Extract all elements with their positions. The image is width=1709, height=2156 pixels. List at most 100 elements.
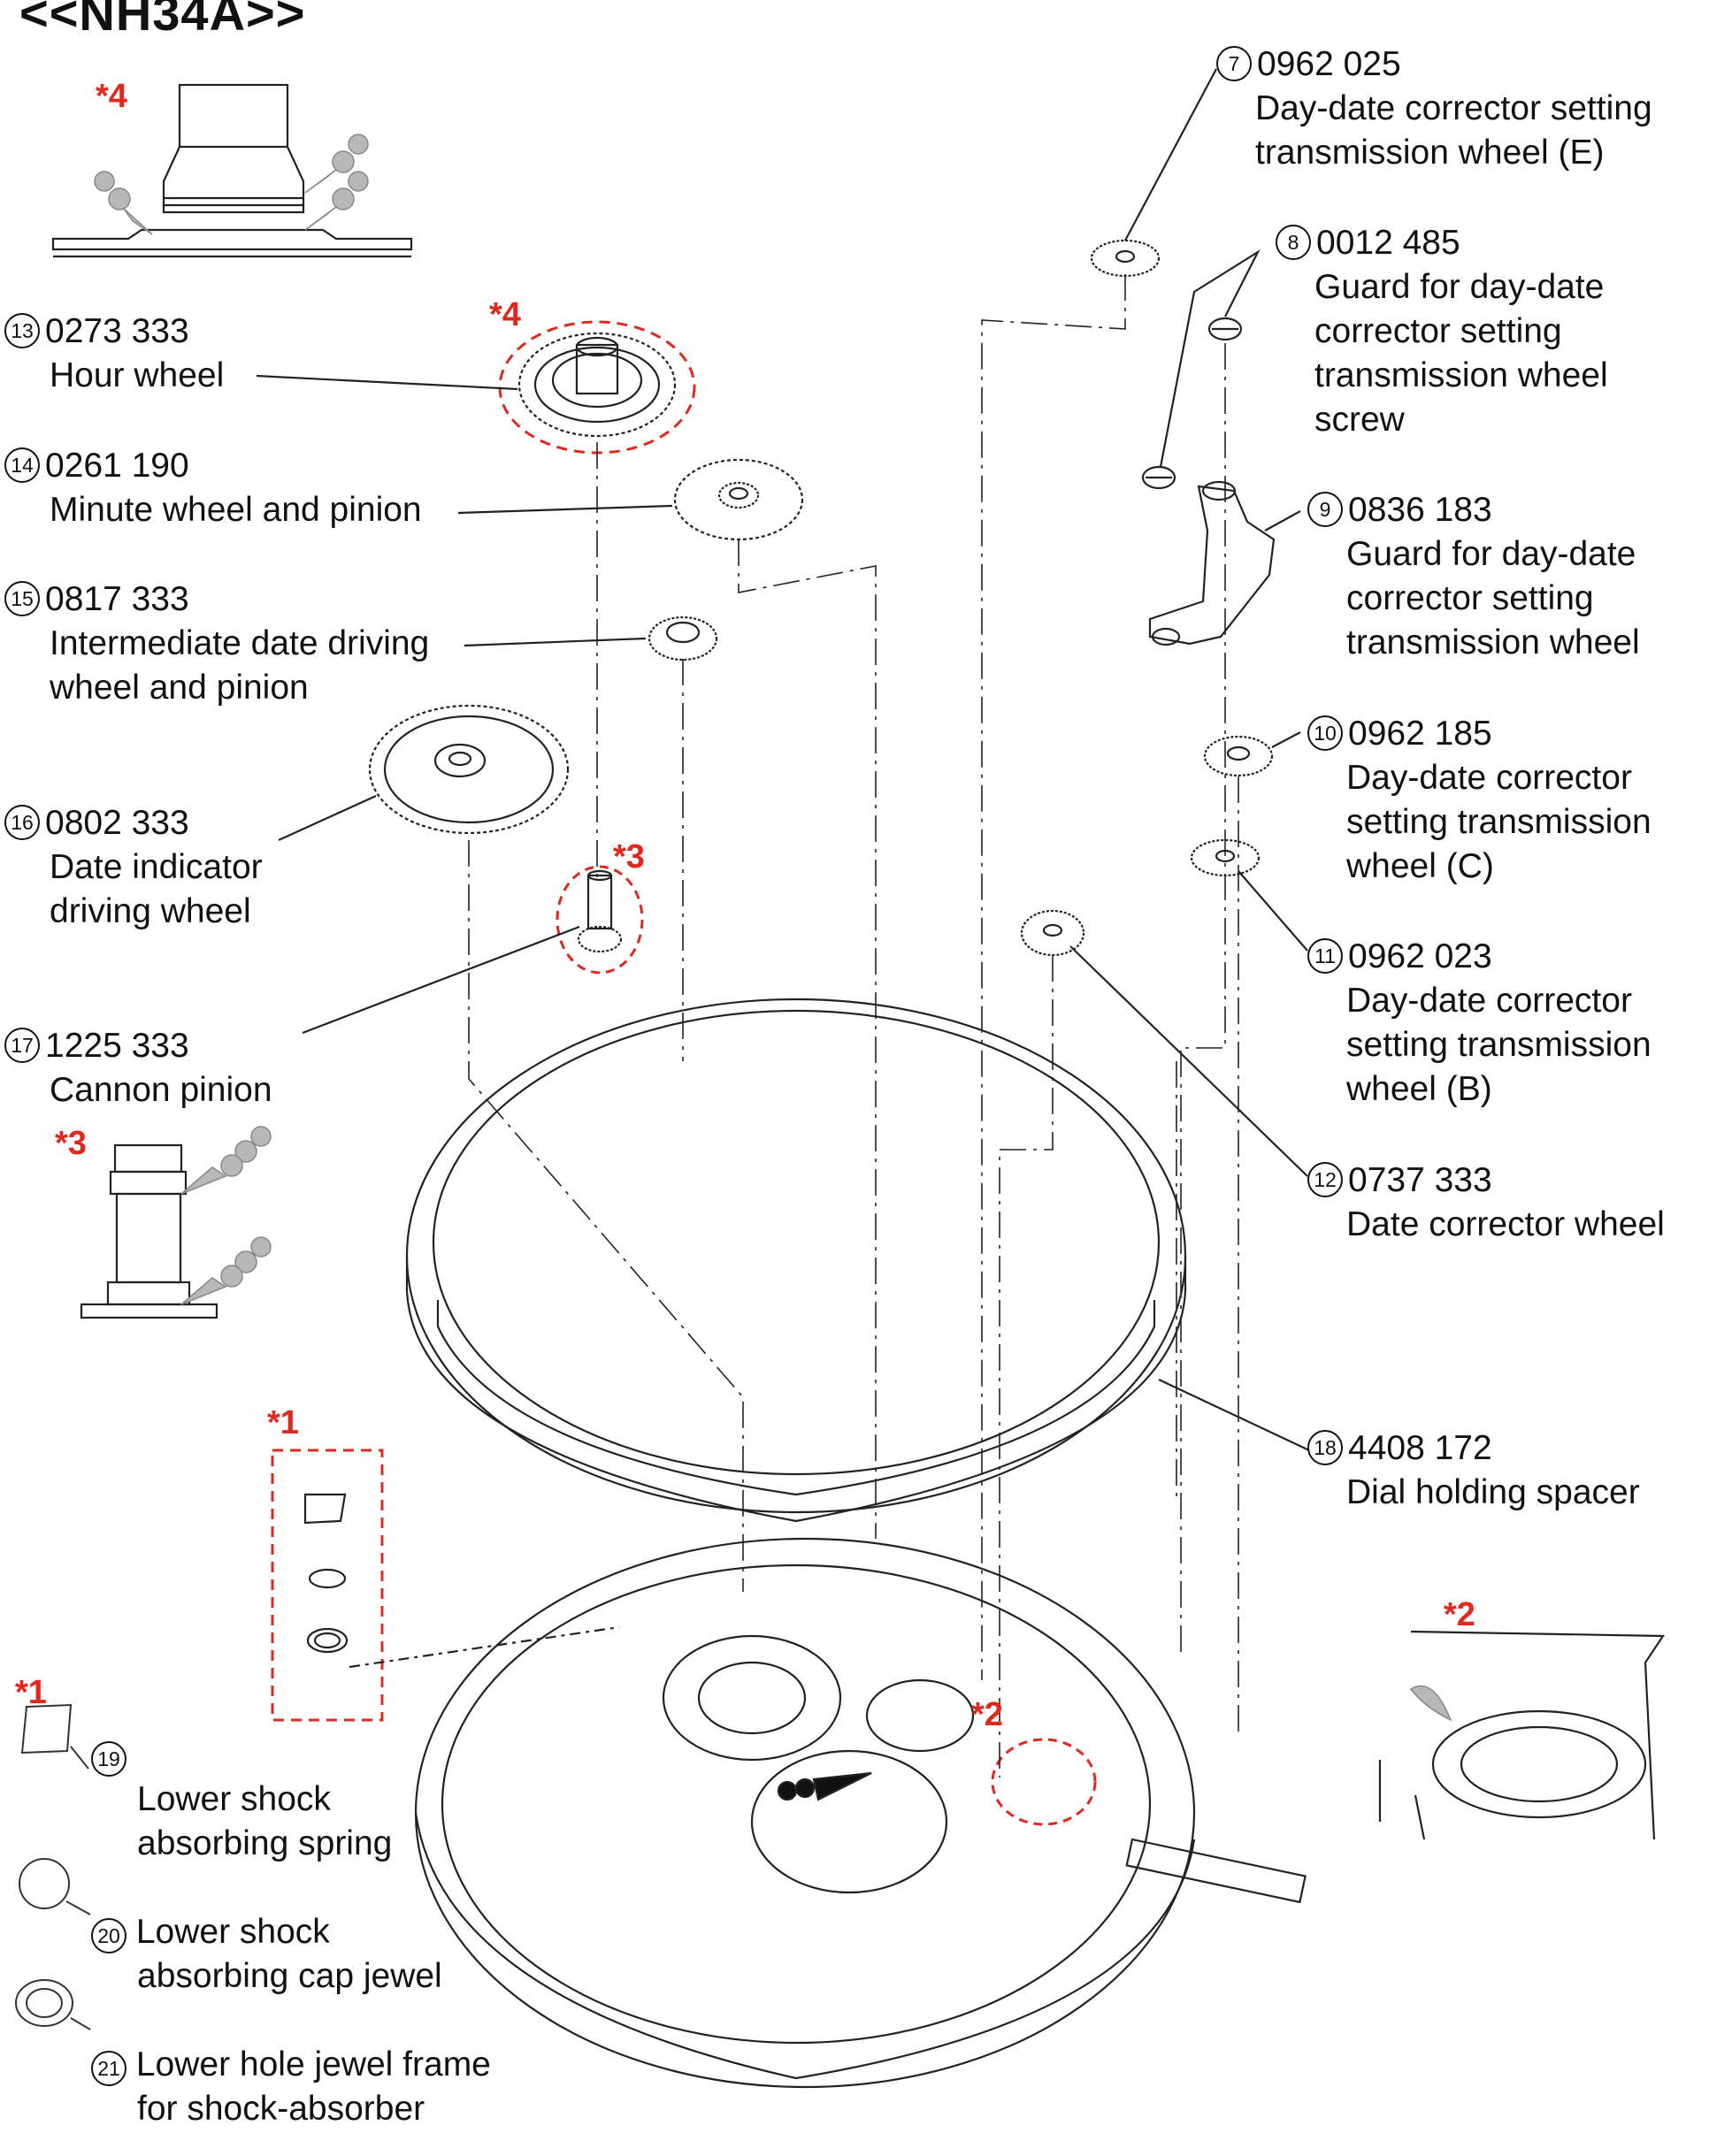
part-description: Cannon pinion (50, 1071, 272, 1109)
part-description: Day-date corrector (1346, 982, 1632, 1020)
arrow-marker (777, 1771, 872, 1801)
date-indicator-driving-wheel (368, 704, 570, 835)
part-code: 0012 485 (1316, 224, 1460, 262)
shock-part-19: 19 Lower shock absorbing spring (91, 1733, 392, 1866)
part-description: Day-date corrector (1346, 759, 1632, 797)
part-code: 0737 333 (1348, 1161, 1492, 1199)
callout-number: 20 (91, 1918, 126, 1953)
date-corrector-detail-drawing (1378, 1630, 1666, 1840)
callout-number: 13 (4, 312, 40, 348)
shock-part-21: 21 Lower hole jewel frame for shock-abso… (91, 2043, 491, 2131)
callout-number: 15 (4, 580, 40, 616)
part-description: transmission wheel (E) (1255, 134, 1605, 172)
transmission-wheel-c (1203, 735, 1274, 777)
callout-number: 19 (91, 1741, 126, 1777)
part-description: transmission wheel (1314, 356, 1608, 394)
part-description: Guard for day-date (1314, 268, 1605, 306)
cap-jewel-icon (19, 1858, 70, 1909)
part-description: driving wheel (50, 892, 251, 930)
part-description: Intermediate date driving (50, 624, 430, 662)
shock-part-20: 20 Lower shock absorbing cap jewel (91, 1910, 442, 1999)
footnote-marker: *3 (613, 838, 645, 875)
cannon-pinion (577, 869, 623, 953)
part-description: Lower hole jewel frame (135, 2045, 491, 2083)
part-code: 0962 185 (1348, 715, 1492, 753)
callout-number: 9 (1307, 491, 1343, 527)
footnote-marker: *1 (15, 1674, 47, 1711)
part-description: absorbing spring (137, 1824, 393, 1862)
guard-screw (1141, 317, 1243, 490)
part-description: transmission wheel (1346, 623, 1640, 661)
assembly-guide-lines (468, 274, 1239, 1778)
part-code: 0962 025 (1257, 45, 1401, 83)
dial-holding-spacer (405, 998, 1187, 1523)
part-code: 0836 183 (1348, 491, 1492, 529)
part-description: wheel (B) (1346, 1070, 1492, 1108)
part-description: Hour wheel (50, 356, 225, 394)
callout-number: 7 (1216, 45, 1252, 81)
part-description: Guard for day-date (1346, 535, 1636, 573)
transmission-wheel-e (1090, 239, 1161, 278)
footnote-marker: *2 (1444, 1596, 1475, 1633)
hour-wheel-detail-drawing (51, 83, 413, 258)
date-corrector-wheel (1020, 909, 1085, 957)
footnote-marker: *1 (267, 1404, 299, 1441)
part-description: Day-date corrector setting (1255, 89, 1652, 127)
jewel-frame-icon (15, 1979, 73, 2027)
callout-number: 14 (4, 447, 40, 483)
part-description: Date corrector wheel (1346, 1205, 1665, 1243)
part-description: setting transmission (1346, 1026, 1652, 1064)
detail-2-highlight (991, 1738, 1097, 1826)
intermediate-date-wheel (648, 615, 718, 661)
minute-wheel (673, 458, 804, 541)
shock-absorber-stack (303, 1493, 349, 1654)
part-description: Lower shock (137, 1780, 331, 1818)
hour-wheel (517, 332, 677, 438)
part-code: 0261 190 (45, 447, 189, 485)
shock-absorber-highlight (271, 1449, 384, 1722)
footnote-marker: *4 (96, 78, 127, 115)
cannon-pinion-detail-drawing (80, 1143, 218, 1319)
part-description: wheel (C) (1346, 847, 1494, 885)
part-code: 4408 172 (1348, 1429, 1492, 1467)
part-code: 0273 333 (45, 312, 189, 350)
oil-drop-icon (180, 1126, 272, 1305)
part-description: wheel and pinion (50, 669, 309, 707)
callout-number: 10 (1307, 715, 1343, 751)
part-code: 0962 023 (1348, 937, 1492, 975)
footnote-marker: *2 (971, 1696, 1003, 1733)
part-description: screw (1314, 401, 1405, 439)
movement-main-plate (414, 1537, 1307, 2089)
part-description: Lower shock (135, 1913, 330, 1951)
callout-number: 11 (1307, 937, 1343, 974)
footnote-marker: *4 (489, 296, 521, 333)
part-description: corrector setting (1314, 312, 1562, 350)
part-description: Date indicator (50, 848, 263, 886)
part-description: setting transmission (1346, 803, 1652, 841)
shock-spring-icon (20, 1703, 73, 1755)
oil-drop-icon (1409, 1685, 1452, 1722)
footnote-marker: *3 (55, 1125, 87, 1162)
cannon-pinion-highlight (556, 865, 644, 975)
part-description: corrector setting (1346, 579, 1594, 617)
oil-drop-icon (94, 134, 369, 235)
part-code: 0817 333 (45, 580, 189, 618)
part-code: 1225 333 (45, 1027, 189, 1065)
guard-plate (1148, 485, 1276, 646)
callout-number: 21 (91, 2051, 126, 2086)
callout-number: 18 (1307, 1429, 1343, 1465)
page-title: <<NH34A>> (19, 0, 306, 41)
